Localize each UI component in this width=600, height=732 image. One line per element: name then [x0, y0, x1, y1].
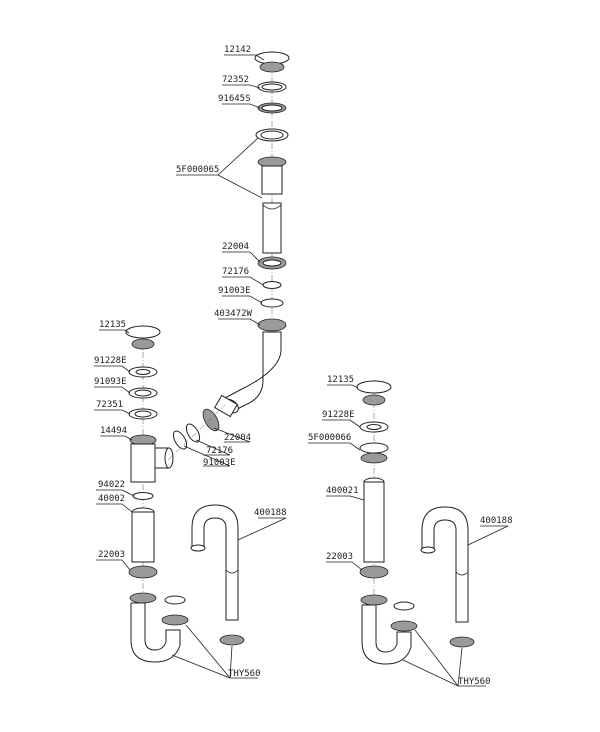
label-403472w: 403472W	[214, 309, 253, 319]
label-400188-left: 400188	[254, 508, 287, 518]
label-91228e-right: 91228E	[322, 410, 355, 420]
part-labels: 12142 72352 91645S 5F000065 22004 72176 …	[94, 45, 513, 687]
left-tee-assembly	[125, 325, 245, 663]
label-72351: 72351	[96, 400, 123, 410]
label-40002: 40002	[98, 494, 125, 504]
label-5f000065: 5F000065	[176, 165, 219, 175]
label-400188-right: 400188	[480, 516, 513, 526]
label-72176-side: 72176	[206, 446, 233, 456]
label-5f000066: 5F000066	[308, 433, 351, 443]
label-91228e-left: 91228E	[94, 356, 127, 366]
label-91003e-upper: 91003E	[218, 286, 251, 296]
label-12142: 12142	[224, 45, 251, 55]
label-72176-upper: 72176	[222, 267, 249, 277]
label-22003-left: 22003	[98, 550, 125, 560]
label-thy560-left: THY560	[228, 669, 261, 679]
label-22004-upper: 22004	[222, 242, 249, 252]
label-400021: 400021	[326, 486, 359, 496]
label-12135-right: 12135	[327, 375, 354, 385]
label-12135-left: 12135	[99, 320, 126, 330]
label-thy560-right: THY560	[458, 677, 491, 687]
upper-vertical-assembly	[214, 51, 290, 418]
label-22004-side: 22004	[224, 433, 251, 443]
label-91003e-side: 91003E	[203, 458, 236, 468]
label-94022: 94022	[98, 480, 125, 490]
label-14494: 14494	[100, 426, 127, 436]
right-trap-assembly	[356, 380, 475, 665]
label-72352: 72352	[222, 75, 249, 85]
label-22003-right: 22003	[326, 552, 353, 562]
label-91093e: 91093E	[94, 377, 127, 387]
label-91645s: 91645S	[218, 94, 251, 104]
leader-lines	[94, 54, 509, 687]
